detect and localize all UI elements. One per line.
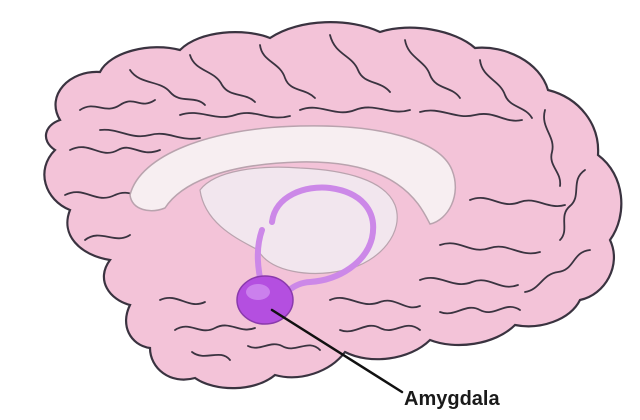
sulci bbox=[64, 34, 591, 361]
amygdala-label: Amygdala bbox=[404, 388, 500, 410]
amygdala-highlight bbox=[246, 284, 270, 300]
corpus-callosum bbox=[129, 125, 457, 225]
leader-line bbox=[270, 308, 404, 394]
limbic-ring bbox=[269, 184, 377, 309]
